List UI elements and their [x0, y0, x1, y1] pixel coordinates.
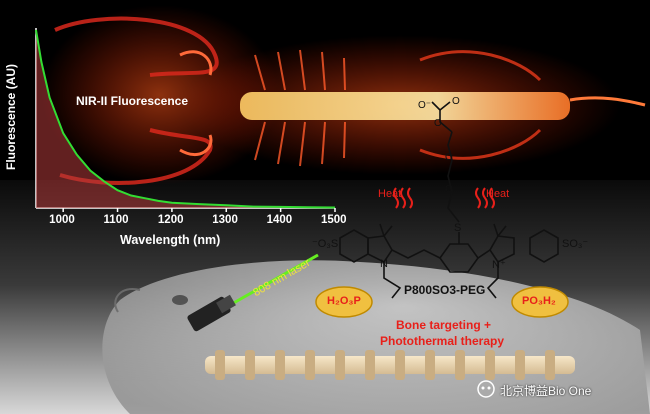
fluorescence-image — [40, 5, 646, 185]
atom-o-1: O — [445, 184, 453, 195]
atom-carboxylate: O⁻ — [418, 100, 432, 111]
x-tick-marks — [62, 208, 336, 212]
laser-device — [187, 253, 319, 332]
spectrum-area — [36, 30, 335, 208]
x-tick-label: 1200 — [157, 214, 184, 226]
phosphonate-right: PO₃H₂ — [522, 295, 556, 307]
heat-label-right: Heat — [486, 188, 510, 200]
phosphonate-left-oval — [315, 286, 373, 318]
x-tick-label: 1300 — [212, 214, 238, 226]
spine-illustration — [205, 350, 575, 380]
chemical-structure — [339, 101, 559, 299]
phosphonate-left: H₂O₃P — [327, 295, 361, 307]
so3-left: ⁻O₃S — [312, 238, 339, 250]
spectrum-chart — [35, 28, 336, 212]
wechat-icon — [477, 380, 495, 398]
x-tick-label: 1000 — [49, 214, 75, 226]
phosphonate-right-oval — [511, 286, 569, 318]
therapy-label-line-2: Photothermal therapy — [380, 334, 505, 348]
x-tick-label: 1400 — [266, 214, 293, 226]
atom-o-3: O — [434, 118, 442, 129]
atom-carbonyl: O — [452, 96, 460, 107]
x-tick-label: 1100 — [103, 214, 129, 226]
y-axis-label: Fluorescence (AU) — [4, 63, 19, 171]
watermark: 北京博益Bio One — [500, 384, 592, 398]
heat-label-left: Heat — [378, 188, 402, 200]
therapy-label-line-1: Bone targeting + — [396, 318, 492, 332]
atom-n: N — [380, 258, 388, 270]
atom-o-2: O — [445, 152, 453, 163]
x-axis-label: Wavelength (nm) — [120, 233, 221, 247]
so3-right: SO₃⁻ — [562, 238, 589, 250]
x-tick-label: 1500 — [321, 214, 347, 226]
image-label: NIR-II Fluorescence — [76, 94, 189, 108]
molecule-name: P800SO3-PEG — [404, 283, 486, 297]
atom-n-plus: N⁺ — [492, 259, 506, 271]
heat-icons — [393, 187, 495, 209]
spectrum-line — [35, 29, 336, 209]
atom-s: S — [454, 222, 462, 234]
